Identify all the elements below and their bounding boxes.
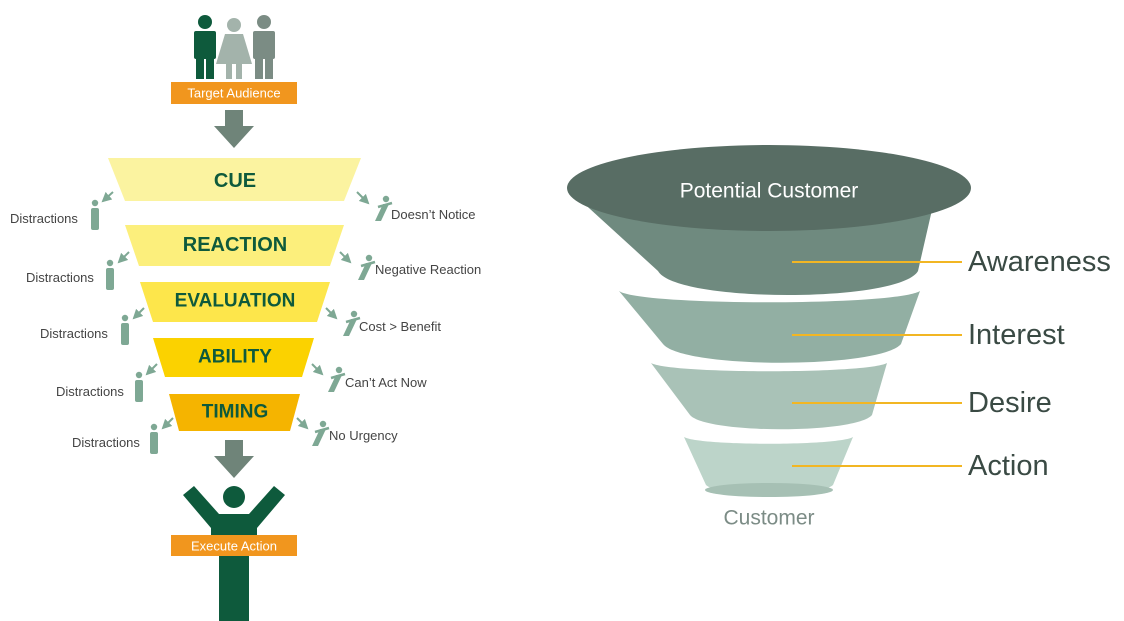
dropoff-note-4: Can’t Act Now: [311, 363, 427, 392]
distraction-label: Distractions: [26, 270, 94, 285]
stage-cue-label: CUE: [214, 170, 256, 192]
falling-person-icon: [375, 195, 393, 221]
down-arrow-icon-bottom: [214, 440, 254, 478]
distraction-label: Distractions: [56, 384, 124, 399]
aida-label-action: Action: [792, 450, 1049, 482]
dropoff-label: Can’t Act Now: [345, 375, 427, 390]
stage-evaluation-label: EVALUATION: [175, 291, 296, 312]
target-audience-badge: Target Audience: [171, 82, 297, 104]
aida-funnel-segment-4: [684, 437, 853, 497]
target-audience-label: Target Audience: [187, 86, 280, 101]
dropoff-label: Doesn’t Notice: [391, 207, 476, 222]
stage-reaction: REACTION: [125, 225, 344, 266]
awareness-label: Awareness: [968, 246, 1111, 278]
execute-action-badge: Execute Action: [171, 535, 297, 556]
aida-funnel-segment-2: [619, 291, 920, 363]
standing-person-icon: [91, 199, 99, 230]
aida-funnel-top: Potential Customer: [567, 145, 971, 295]
target-audience-people-icon: [194, 15, 275, 79]
falling-person-icon: [343, 310, 361, 336]
stage-evaluation: EVALUATION: [140, 282, 330, 322]
stage-reaction-label: REACTION: [183, 234, 287, 256]
distraction-note-4: Distractions: [56, 363, 158, 402]
standing-person-icon: [106, 259, 114, 290]
standing-person-icon: [121, 314, 129, 345]
aida-label-desire: Desire: [792, 387, 1052, 419]
standing-person-icon: [135, 371, 143, 402]
down-arrow-icon: [214, 110, 254, 148]
dropoff-note-1: Doesn’t Notice: [356, 191, 476, 222]
falling-person-icon: [328, 366, 346, 392]
standing-person-icon: [150, 423, 158, 454]
stage-ability: ABILITY: [153, 338, 314, 377]
dropoff-note-2: Negative Reaction: [339, 251, 481, 280]
customer-label: Customer: [723, 507, 814, 530]
stage-cue: CUE: [108, 158, 361, 201]
dropoff-note-3: Cost > Benefit: [325, 307, 441, 336]
distraction-note-2: Distractions: [26, 251, 130, 290]
stage-ability-label: ABILITY: [198, 347, 272, 368]
aida-label-interest: Interest: [792, 319, 1065, 351]
desire-label: Desire: [968, 387, 1052, 419]
action-label: Action: [968, 450, 1049, 482]
aida-funnel-segment-3: [651, 363, 887, 430]
falling-person-icon: [312, 420, 330, 446]
stage-timing-label: TIMING: [202, 402, 269, 423]
potential-customer-label: Potential Customer: [680, 180, 859, 203]
falling-person-icon: [358, 254, 376, 280]
dropoff-label: Negative Reaction: [375, 262, 481, 277]
aida-label-awareness: Awareness: [792, 246, 1111, 278]
dropoff-note-5: No Urgency: [296, 417, 398, 446]
distraction-note-3: Distractions: [40, 307, 145, 345]
distraction-label: Distractions: [10, 211, 78, 226]
distraction-note-1: Distractions: [10, 191, 114, 230]
distraction-label: Distractions: [72, 435, 140, 450]
execute-action-label: Execute Action: [191, 539, 277, 554]
interest-label: Interest: [968, 319, 1065, 351]
dropoff-label: Cost > Benefit: [359, 319, 441, 334]
distraction-label: Distractions: [40, 326, 108, 341]
distraction-note-5: Distractions: [72, 417, 174, 454]
stage-timing: TIMING: [169, 394, 300, 431]
dropoff-label: No Urgency: [329, 428, 398, 443]
